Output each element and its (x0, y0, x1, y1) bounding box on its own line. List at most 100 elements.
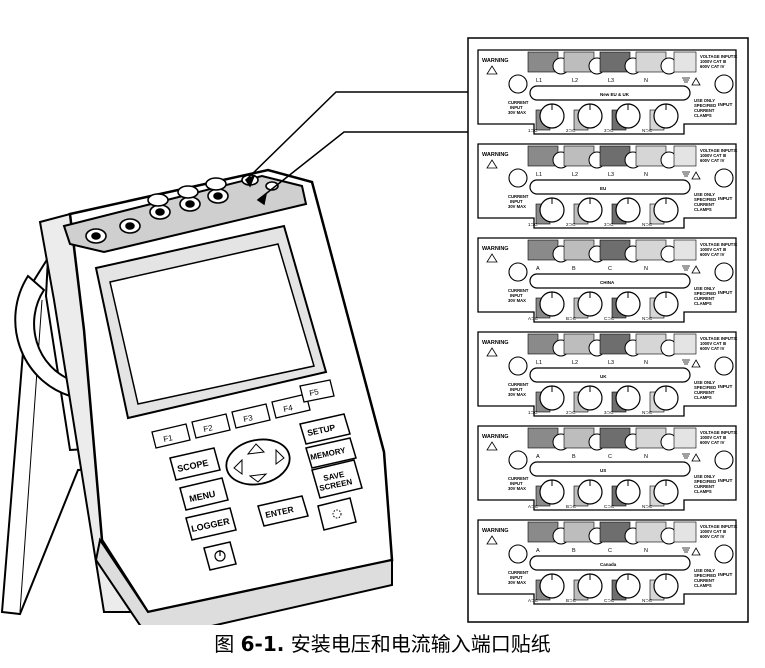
input-label: INPUT (718, 478, 732, 484)
sticker-region-code: US (600, 468, 606, 473)
warning-triangle-icon (486, 65, 498, 75)
voltage-port-label: C (608, 454, 612, 460)
ground-icon (682, 171, 690, 177)
specified-label: SPECIFIED (694, 573, 716, 578)
input-label: INPUT (718, 102, 732, 108)
f1-key[interactable]: F1 (151, 423, 191, 449)
voltage-cat3-label: 1000V CAT III (700, 435, 726, 440)
current-label: CURRENT (508, 570, 529, 575)
current-clamps-label: CURRENT (694, 108, 715, 113)
sticker-warning-label: WARNING (482, 58, 509, 64)
caption-number: 6-1. (240, 632, 285, 656)
svg-text:F1: F1 (163, 433, 175, 444)
specified-label: SPECIFIED (694, 197, 716, 202)
sticker-region-code: UK (600, 374, 607, 379)
clamps-label: CLAMPS (694, 113, 712, 118)
clamp-label: B⊃C (566, 316, 577, 321)
arrow-keypad[interactable] (222, 434, 294, 490)
voltage-inputs-label: VOLTAGE INPUTS: (700, 54, 738, 59)
f5-key[interactable]: F5 (299, 379, 335, 403)
voltage-inputs-label: VOLTAGE INPUTS: (700, 336, 738, 341)
f2-key[interactable]: F2 (191, 413, 231, 439)
clamp-label: 1⊃C (528, 128, 538, 133)
voltage-inputs-label: VOLTAGE INPUTS: (700, 148, 738, 153)
voltage-port-label: N (644, 548, 648, 554)
setup-button[interactable]: SETUP (299, 413, 351, 445)
current-label: CURRENT (508, 476, 529, 481)
caution-triangle-icon (691, 171, 701, 180)
voltage-port-label: L1 (536, 172, 542, 178)
voltage-port-label: A (536, 266, 540, 272)
scope-button[interactable]: SCOPE (169, 447, 221, 481)
f3-key[interactable]: F3 (231, 403, 271, 429)
right-input-jack (714, 450, 734, 470)
current-input-jack (508, 262, 528, 282)
specified-label: SPECIFIED (694, 291, 716, 296)
backlight-button[interactable] (317, 497, 357, 531)
save-screen-button[interactable]: SAVE SCREEN (311, 459, 363, 499)
current-max-label: 30V MAX (508, 298, 526, 303)
voltage-cat3-label: 1000V CAT III (700, 341, 726, 346)
current-input-label: INPUT (510, 105, 523, 110)
f4-key[interactable]: F4 (271, 393, 311, 419)
logger-button[interactable]: LOGGER (185, 507, 237, 541)
use-only-label: USE ONLY (694, 192, 715, 197)
current-label: CURRENT (508, 194, 529, 199)
clamps-label: CLAMPS (694, 489, 712, 494)
enter-button[interactable]: ENTER (257, 495, 309, 527)
ground-port-color (673, 51, 697, 73)
clamp-label: N⊃C (642, 222, 653, 227)
input-label: INPUT (718, 196, 732, 202)
sticker-region-code: EU (600, 186, 606, 191)
current-max-label: 30V MAX (508, 486, 526, 491)
voltage-port-label: L2 (572, 78, 578, 84)
memory-button[interactable]: MEMORY (305, 437, 357, 469)
sticker-region-code: New EU & UK (600, 92, 630, 97)
current-input-jack (508, 74, 528, 94)
voltage-inputs-label: VOLTAGE INPUTS: (700, 242, 738, 247)
specified-label: SPECIFIED (694, 479, 716, 484)
sticker-warning-label: WARNING (482, 340, 509, 346)
ground-port-color (673, 145, 697, 167)
clamp-label: 1⊃C (528, 410, 538, 415)
sticker-warning-label: WARNING (482, 152, 509, 158)
specified-label: SPECIFIED (694, 103, 716, 108)
sticker-warning-label: WARNING (482, 246, 509, 252)
caption-text: 安装电压和电流输入端口贴纸 (284, 632, 551, 656)
svg-text:F3: F3 (243, 413, 255, 424)
current-max-label: 30V MAX (508, 580, 526, 585)
current-max-label: 30V MAX (508, 392, 526, 397)
right-input-jack (714, 544, 734, 564)
power-button[interactable] (203, 541, 237, 571)
clamp-label: C⊃C (604, 598, 615, 603)
holster-bottom (94, 537, 393, 625)
display-screen (109, 243, 315, 405)
voltage-cat3-label: 1000V CAT III (700, 59, 726, 64)
warning-triangle-icon (486, 159, 498, 169)
clamp-label: 1⊃C (528, 222, 538, 227)
menu-button[interactable]: MENU (179, 477, 229, 511)
clamps-label: CLAMPS (694, 207, 712, 212)
use-only-label: USE ONLY (694, 474, 715, 479)
clamp-label: N⊃C (642, 598, 653, 603)
svg-text:F5: F5 (309, 387, 321, 398)
voltage-port-label: L2 (572, 172, 578, 178)
caution-triangle-icon (691, 77, 701, 86)
clamp-label: 2⊃C (566, 222, 576, 227)
current-input-jack (508, 450, 528, 470)
right-input-jack (714, 262, 734, 282)
caution-triangle-icon (691, 265, 701, 274)
voltage-port-label: B (572, 548, 576, 554)
voltage-cat4-label: 600V CAT IV (700, 534, 725, 539)
svg-text:F2: F2 (203, 423, 215, 434)
clamp-label: A⊃C (528, 504, 539, 509)
voltage-port-label: N (644, 78, 648, 84)
ground-port-color (673, 521, 697, 543)
current-label: CURRENT (508, 382, 529, 387)
warning-triangle-icon (486, 535, 498, 545)
current-input-jack (508, 356, 528, 376)
